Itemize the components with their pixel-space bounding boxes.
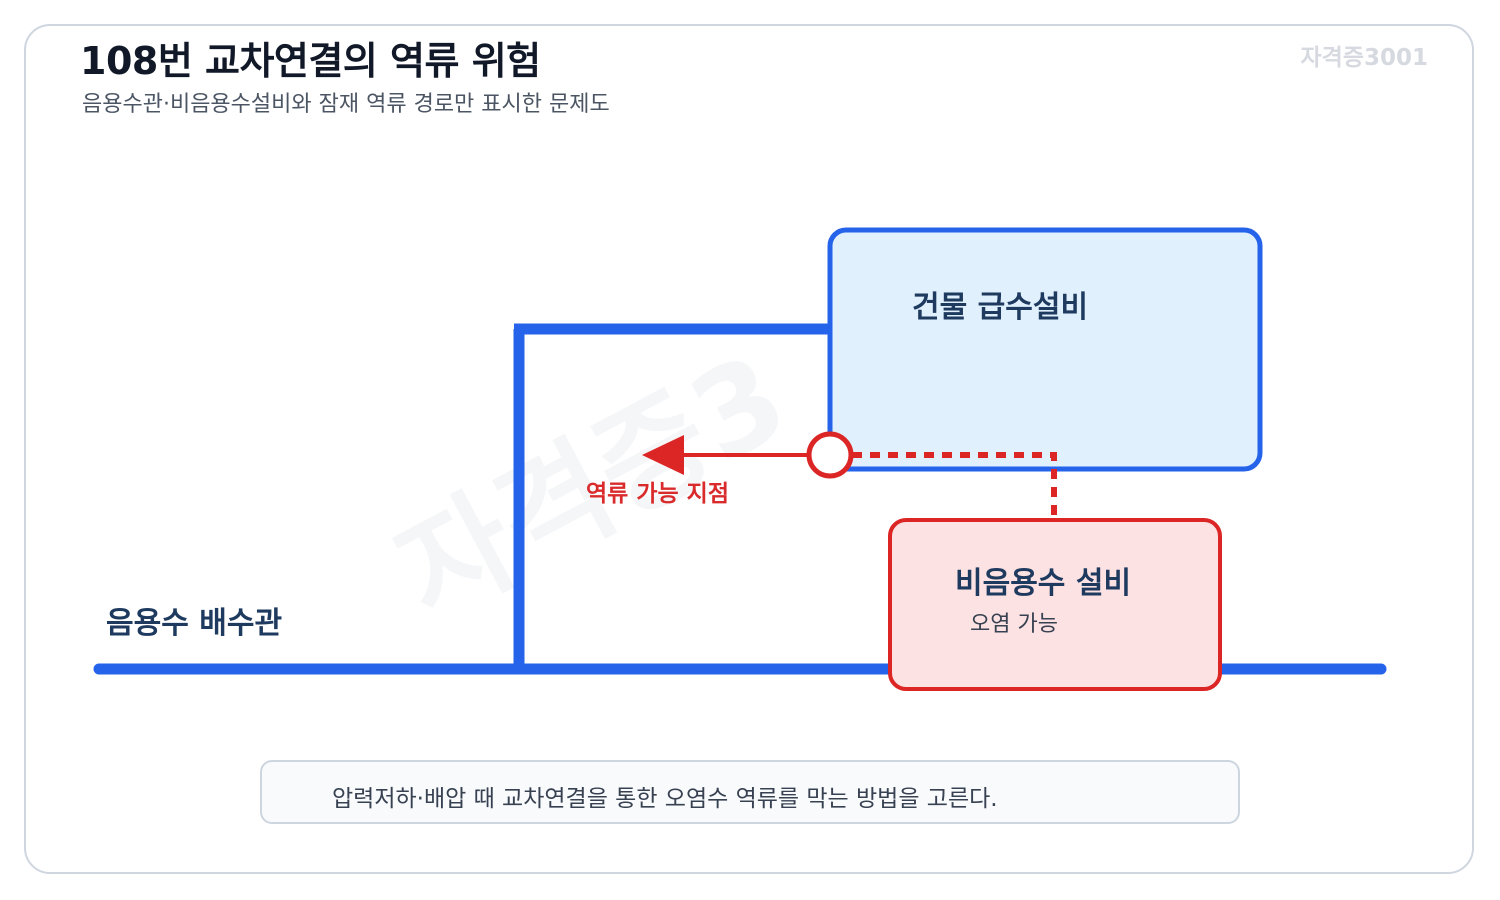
nonpotable-equipment-box: [888, 518, 1222, 691]
potable-main-label: 음용수 배수관: [106, 606, 283, 641]
question-caption: 압력저하·배압 때 교차연결을 통한 오염수 역류를 막는 방법을 고른다.: [332, 786, 998, 812]
question-caption-box: 압력저하·배압 때 교차연결을 통한 오염수 역류를 막는 방법을 고른다.: [260, 760, 1240, 824]
backflow-point-label: 역류 가능 지점: [586, 481, 729, 507]
building-supply-box: [827, 227, 1263, 472]
nonpotable-equipment-label: 비음용수 설비: [955, 566, 1132, 601]
page-subtitle: 음용수관·비음용수설비와 잠재 역류 경로만 표시한 문제도: [82, 92, 610, 117]
page-title: 108번 교차연결의 역류 위험: [80, 39, 541, 83]
circle-marker-icon: [806, 431, 854, 479]
brand-watermark-text: 자격증3001: [1300, 45, 1429, 71]
contamination-note: 오염 가능: [970, 612, 1058, 637]
arrow-left-icon: [642, 435, 684, 475]
building-supply-label: 건물 급수설비: [912, 290, 1089, 325]
cross-connection-dashed-line: [852, 452, 1057, 520]
